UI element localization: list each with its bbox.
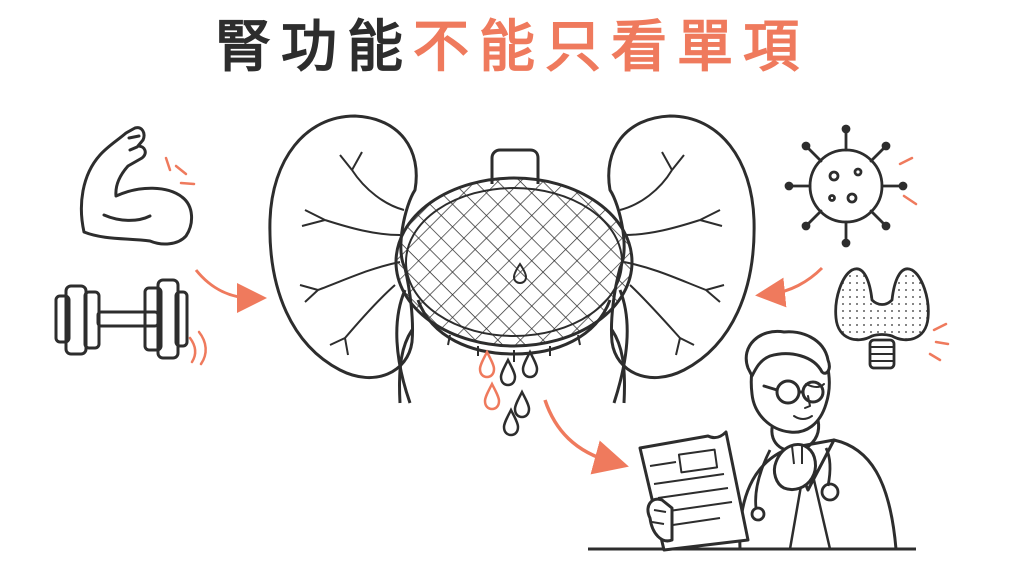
sieve-center-drop (512, 262, 528, 285)
virus-alert-lines (898, 156, 918, 206)
dumbbell-icon (54, 278, 189, 360)
report-hand (646, 497, 674, 543)
thyroid-alert-lines (928, 322, 950, 362)
doctor-hand (772, 443, 817, 492)
thyroid-icon (834, 267, 930, 370)
left-arrow (194, 269, 267, 313)
virus-icon (784, 124, 908, 248)
kidney-right-icon (607, 114, 756, 404)
sieve-filter-icon (394, 148, 634, 362)
flexed-arm-icon (79, 126, 193, 246)
title-accent-part: 不能只看單項 (413, 15, 809, 80)
title-dark-part: 腎功能 (215, 15, 413, 80)
kidney-left-icon (268, 114, 418, 404)
right-arrow (755, 266, 824, 308)
arm-strength-lines (164, 156, 196, 186)
page-title: 腎功能不能只看單項 (0, 8, 1024, 88)
urine-drops-icon (478, 349, 539, 437)
report-arrow (543, 399, 629, 475)
dumbbell-motion-lines (188, 330, 207, 366)
stethoscope-icon (750, 447, 840, 522)
